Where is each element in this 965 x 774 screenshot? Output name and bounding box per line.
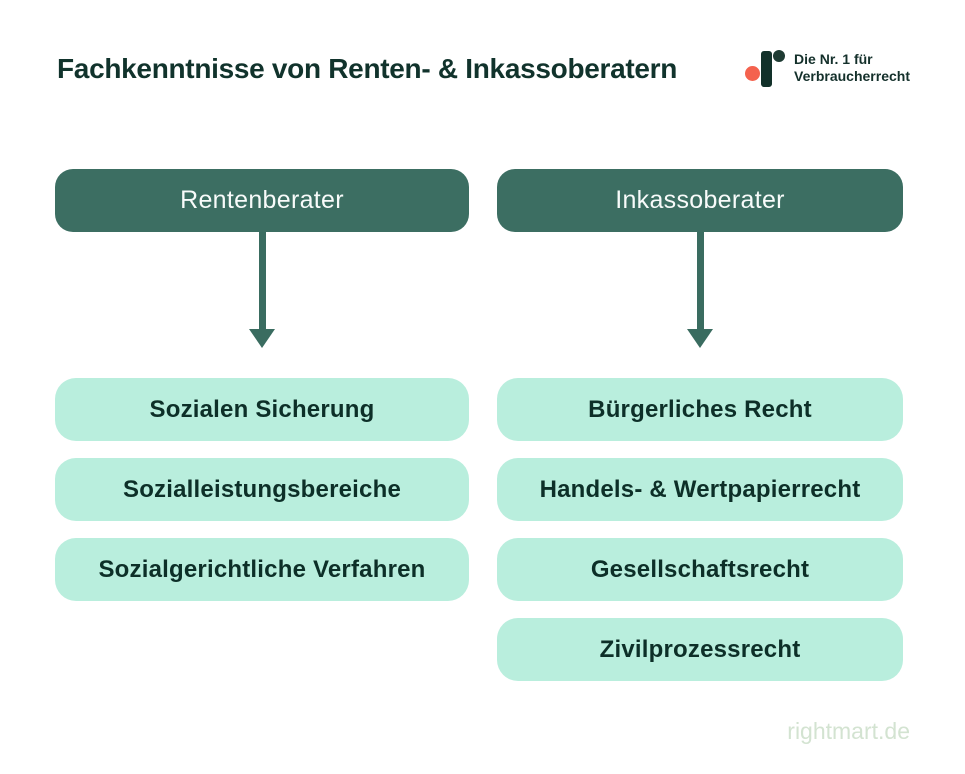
dark-dot-icon — [773, 50, 786, 62]
item-handels-wertpapierrecht: Handels- & Wertpapierrecht — [497, 458, 903, 521]
item-zivilprozessrecht: Zivilprozessrecht — [497, 618, 903, 681]
rightmart-logo-icon — [745, 50, 786, 88]
arrow-stem — [258, 232, 266, 329]
logo-tagline-line2: Verbraucherrecht — [794, 67, 910, 84]
item-sozialgerichtliche-verfahren: Sozialgerichtliche Verfahren — [55, 538, 469, 601]
item-buergerliches-recht: Bürgerliches Recht — [497, 378, 903, 441]
logo-tagline-line1: Die Nr. 1 für — [794, 51, 873, 67]
footer-website: rightmart.de — [787, 718, 910, 744]
item-gesellschaftsrecht: Gesellschaftsrecht — [497, 538, 903, 601]
page-title: Fachkenntnisse von Renten- & Inkassobera… — [57, 53, 678, 84]
item-sozialleistungsbereiche: Sozialleistungsbereiche — [55, 458, 469, 521]
item-sozialen-sicherung: Sozialen Sicherung — [55, 378, 469, 441]
arrow-head — [687, 329, 713, 348]
rightmart-logo: Die Nr. 1 für Verbraucherrecht — [745, 50, 910, 88]
arrow-stem — [696, 232, 704, 329]
column-rentenberater: Rentenberater Sozialen Sicherung Soziall… — [55, 169, 469, 618]
vertical-bar-icon — [761, 51, 773, 87]
header-box-inkassoberater: Inkassoberater — [497, 169, 903, 232]
column-inkassoberater: Inkassoberater Bürgerliches Recht Handel… — [497, 169, 903, 698]
coral-dot-icon — [745, 66, 761, 81]
header-box-rentenberater: Rentenberater — [55, 169, 469, 232]
arrow-down-icon — [497, 232, 903, 378]
logo-tagline: Die Nr. 1 für Verbraucherrecht — [794, 50, 910, 84]
arrow-down-icon — [55, 232, 469, 378]
arrow-head — [249, 329, 275, 348]
